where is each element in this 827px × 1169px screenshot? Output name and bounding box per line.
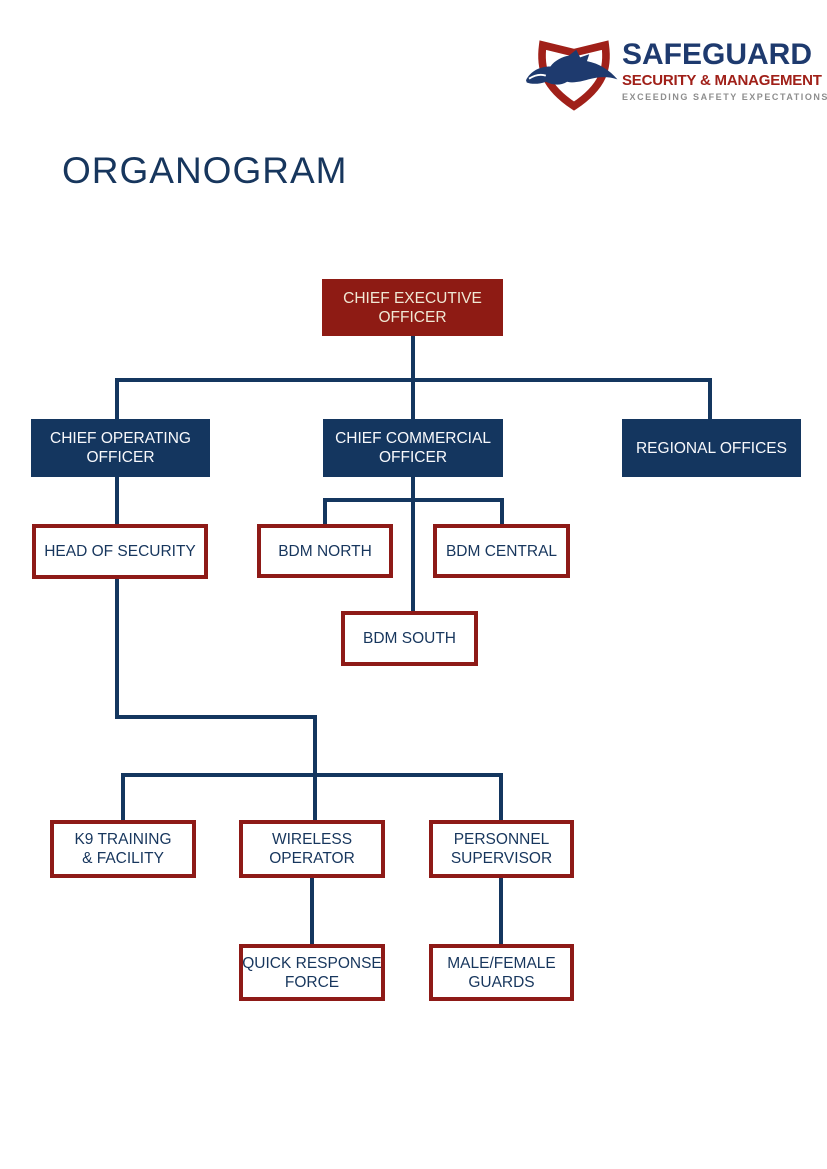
node-label: HEAD OF SECURITY bbox=[44, 543, 196, 560]
connector-line bbox=[115, 380, 119, 419]
node-head-of-security: HEAD OF SECURITY bbox=[32, 524, 208, 579]
node-label: REGIONAL OFFICES bbox=[635, 439, 787, 457]
shield-dog-head-icon bbox=[526, 40, 618, 111]
node-personnel-supervisor: PERSONNEL SUPERVISOR bbox=[429, 820, 574, 878]
connector-line bbox=[411, 380, 415, 419]
connector-line bbox=[323, 498, 504, 502]
node-label: CHIEF COMMERCIAL bbox=[335, 430, 491, 447]
node-label: CHIEF OPERATING bbox=[50, 430, 191, 447]
node-label: FORCE bbox=[284, 973, 340, 991]
logo-subtitle: SECURITY & MANAGEMENT bbox=[622, 72, 822, 89]
node-label: BDM SOUTH bbox=[363, 630, 456, 647]
node-label: OPERATOR bbox=[269, 850, 355, 867]
node-label: OFFICER bbox=[378, 308, 447, 326]
node-male-female-guards: MALE/FEMALE GUARDS bbox=[429, 944, 574, 1001]
connector-line bbox=[708, 380, 712, 419]
logo-slogan: EXCEEDING SAFETY EXPECTATIONS bbox=[622, 92, 827, 102]
connector-line bbox=[121, 773, 503, 777]
node-label: K9 TRAINING bbox=[74, 831, 172, 848]
connector-line bbox=[411, 336, 415, 382]
connector-line bbox=[115, 579, 119, 719]
node-label: MALE/FEMALE bbox=[447, 954, 556, 972]
logo-text-block: SAFEGUARD SECURITY & MANAGEMENT EXCEEDIN… bbox=[622, 38, 827, 103]
node-chief-executive-officer: CHIEF EXECUTIVE OFFICER bbox=[322, 279, 503, 336]
connector-line bbox=[499, 775, 503, 820]
node-label: PERSONNEL bbox=[453, 831, 550, 848]
connector-line bbox=[313, 775, 317, 820]
connector-line bbox=[500, 500, 504, 524]
node-regional-offices: REGIONAL OFFICES bbox=[622, 419, 801, 477]
node-bdm-central: BDM CENTRAL bbox=[433, 524, 570, 578]
node-bdm-north: BDM NORTH bbox=[257, 524, 393, 578]
connector-line bbox=[411, 477, 415, 613]
connector-line bbox=[499, 878, 503, 944]
connector-line bbox=[310, 878, 314, 944]
node-label: OFFICER bbox=[378, 449, 448, 466]
page-title: ORGANOGRAM bbox=[62, 150, 348, 191]
node-chief-commercial-officer: CHIEF COMMERCIAL OFFICER bbox=[323, 419, 503, 477]
connector-line bbox=[115, 715, 317, 719]
node-label: GUARDS bbox=[468, 973, 535, 991]
node-label: BDM NORTH bbox=[278, 542, 372, 560]
node-quick-response-force: QUICK RESPONSE FORCE bbox=[239, 944, 385, 1001]
node-label: CHIEF EXECUTIVE bbox=[343, 289, 482, 307]
connector-line bbox=[121, 775, 125, 820]
node-chief-operating-officer: CHIEF OPERATING OFFICER bbox=[31, 419, 210, 477]
safeguard-logo: SAFEGUARD SECURITY & MANAGEMENT EXCEEDIN… bbox=[523, 36, 827, 116]
connector-line bbox=[313, 715, 317, 777]
node-label: OFFICER bbox=[86, 449, 155, 466]
node-label: & FACILITY bbox=[82, 850, 164, 867]
node-label: QUICK RESPONSE bbox=[242, 954, 382, 972]
logo-brand: SAFEGUARD bbox=[622, 38, 813, 71]
node-bdm-south: BDM SOUTH bbox=[341, 611, 478, 666]
connector-line bbox=[115, 477, 119, 524]
node-label: BDM CENTRAL bbox=[445, 542, 558, 560]
node-label: WIRELESS bbox=[271, 831, 353, 848]
node-wireless-operator: WIRELESS OPERATOR bbox=[239, 820, 385, 878]
node-k9-training-facility: K9 TRAINING & FACILITY bbox=[50, 820, 196, 878]
node-label: SUPERVISOR bbox=[450, 850, 553, 867]
connector-line bbox=[323, 500, 327, 524]
